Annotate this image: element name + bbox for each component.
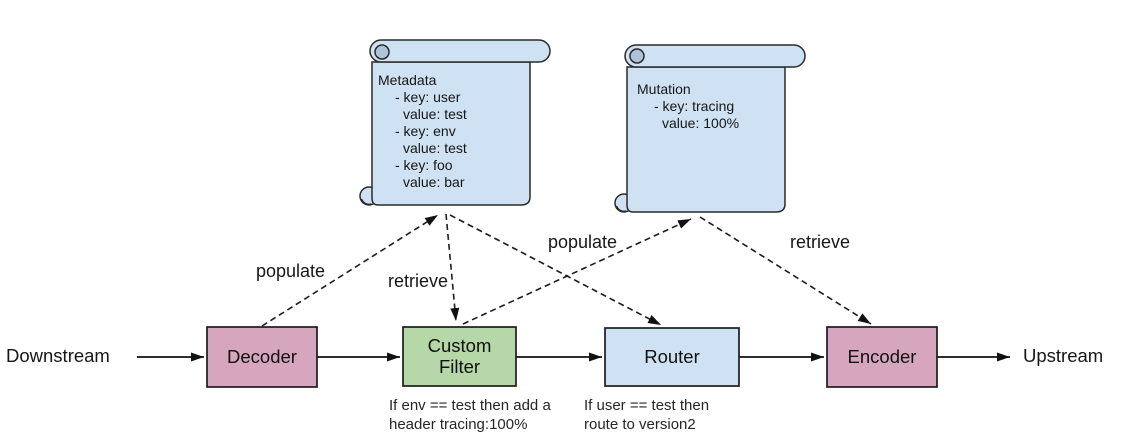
mutation-scroll-shape	[614, 44, 806, 213]
edge-label-populate-mutation: populate	[548, 232, 618, 252]
decoder-node-box	[206, 326, 318, 388]
arrow-retrieve-metadata-customfilter	[445, 213, 460, 322]
scroll-curl-detail	[360, 198, 372, 206]
router-caption: If user == test then route to version2	[584, 397, 710, 433]
encoder-node-label: Encoder	[827, 327, 937, 387]
scroll-line: value: 100%	[662, 115, 740, 131]
scroll-curl-detail	[615, 205, 627, 213]
custom-filter-node-label: Custom Filter	[403, 327, 516, 386]
scroll-line: - key: user	[395, 89, 461, 105]
scroll-body	[371, 61, 531, 206]
mutation-scroll-text: Mutation - key: tracing value: 100%	[637, 81, 739, 132]
metadata-scroll-shape	[359, 39, 551, 206]
node-label-text: Encoder	[847, 345, 917, 367]
scroll-line: value: bar	[403, 174, 465, 190]
downstream-label: Downstream	[6, 345, 110, 366]
scroll-top-roll	[369, 39, 551, 63]
metadata-scroll-text: Metadata - key: user value: test - key: …	[378, 72, 467, 191]
upstream-label: Upstream	[1023, 345, 1104, 366]
router-node-box	[604, 327, 740, 387]
router-node-label: Router	[605, 328, 739, 386]
scroll-line: - key: env	[395, 123, 456, 139]
scroll-roll-curl-icon	[374, 44, 390, 60]
custom-filter-caption: If env == test then add a header tracing…	[389, 397, 551, 433]
arrow-retrieve-mutation-encoder	[699, 216, 872, 325]
scroll-line: - key: foo	[395, 157, 453, 173]
edge-label-populate-metadata: populate	[256, 261, 326, 281]
arrow-populate-decoder-metadata	[261, 214, 439, 327]
scroll-top-roll	[624, 44, 806, 68]
scroll-line: - key: tracing	[654, 98, 735, 114]
custom-filter-node-box	[402, 326, 517, 387]
node-label-text: Custom Filter	[427, 334, 492, 377]
node-label-text: Decoder	[227, 345, 297, 367]
scroll-title: Mutation	[637, 81, 691, 97]
encoder-node-box	[826, 326, 938, 388]
decoder-node-label: Decoder	[207, 327, 317, 387]
edge-label-retrieve-metadata: retrieve	[388, 271, 449, 291]
node-label-text: Router	[644, 345, 700, 367]
edge-label-retrieve-mutation: retrieve	[790, 232, 851, 252]
node-boxes	[206, 326, 938, 388]
dashed-arrows	[261, 213, 872, 327]
scroll-roll-curl-icon	[629, 48, 645, 64]
scroll-line: value: test	[403, 106, 467, 122]
scroll-title: Metadata	[378, 72, 437, 88]
scroll-line: value: test	[403, 140, 467, 156]
scroll-body	[626, 66, 786, 213]
arrow-populate-customfilter-mutation	[462, 218, 692, 325]
